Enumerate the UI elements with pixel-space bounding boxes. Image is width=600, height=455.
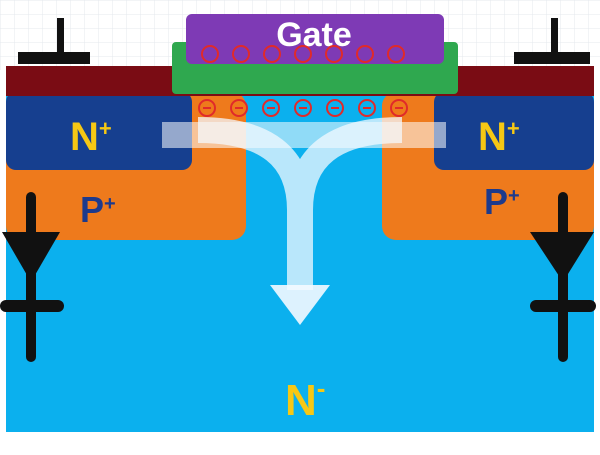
current-flow-arrow [197,117,403,325]
electron-icon [358,99,376,117]
gate-charge-icon [356,45,374,63]
gate-charge-icon [294,45,312,63]
gate-charge-icon [325,45,343,63]
gate-charge-icon [201,45,219,63]
gate-electrode [186,14,444,64]
electron-icon [230,99,248,117]
n-plus-region-right [434,92,594,170]
source-lead-right [514,52,590,64]
electron-icon [390,99,408,117]
n-plus-region-left [6,92,192,170]
electron-icon [262,99,280,117]
source-wire-left [57,18,64,56]
p-plus-right-label: P+ [484,181,520,222]
gate-charge-icon [232,45,250,63]
electron-icon [294,99,312,117]
gate-charge-row [201,45,405,63]
body-diode-left [0,192,64,362]
channel-electron-row [198,99,408,117]
source-wire-right [551,18,558,56]
source-lead-left [18,52,90,64]
electron-icon [326,99,344,117]
body-diode-right [530,192,596,362]
gate-charge-icon [387,45,405,63]
p-plus-left-label: P+ [80,189,116,230]
electron-icon [198,99,216,117]
n-plus-left-label: N+ [70,115,112,159]
n-plus-right-label: N+ [478,115,520,159]
gate-charge-icon [263,45,281,63]
n-minus-label: N- [285,373,325,425]
